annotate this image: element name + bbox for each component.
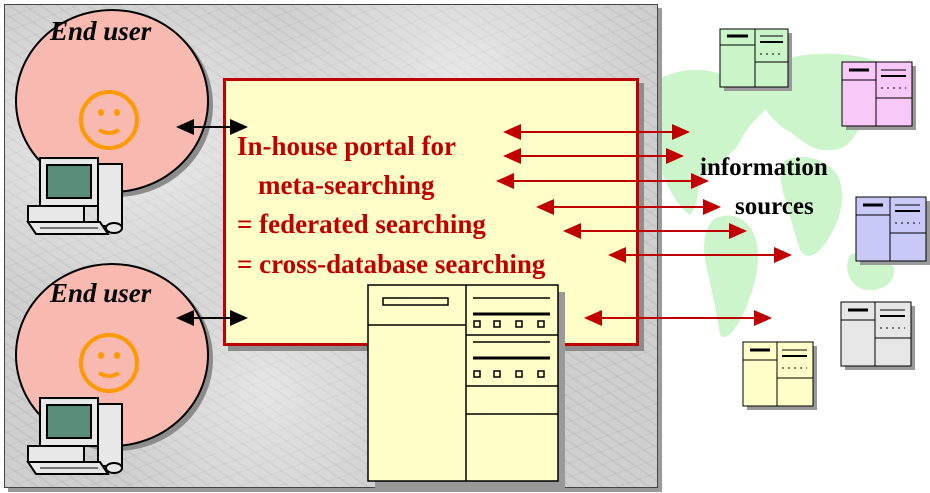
document-icon [719, 28, 792, 91]
document-icon [841, 61, 916, 130]
smiley-icon [79, 90, 139, 150]
document-icon [742, 341, 817, 410]
portal-line-1: In-house portal for [237, 131, 457, 161]
portal-line-3: = federated searching [237, 209, 486, 239]
computer-icon [26, 397, 123, 475]
portal-line-4: = cross-database searching [237, 249, 546, 279]
information-sources-label-2: sources [735, 193, 814, 220]
information-sources-label-1: information [700, 154, 828, 181]
document-icon [855, 196, 930, 265]
end-user-label-top: End user [50, 16, 152, 46]
portal-line-2: meta-searching [258, 170, 435, 200]
document-icon [840, 301, 915, 370]
smiley-icon [79, 333, 139, 393]
computer-icon [26, 157, 123, 235]
end-user-label-bottom: End user [50, 278, 152, 308]
